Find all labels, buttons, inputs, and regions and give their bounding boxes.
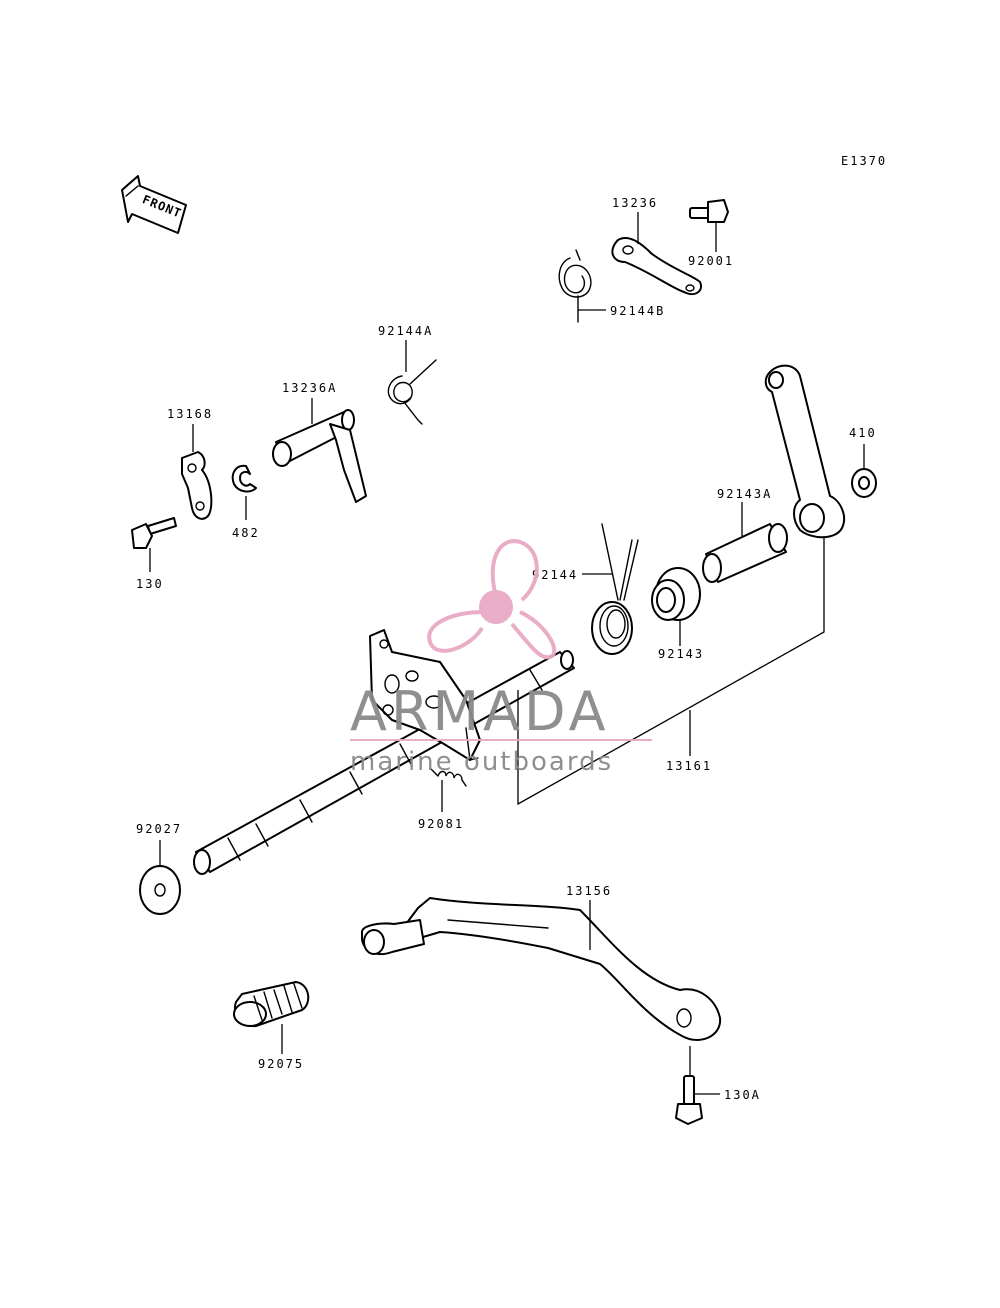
pedal-rubber-92075 xyxy=(233,981,310,1028)
label-482: 482 xyxy=(232,526,260,540)
shift-plate xyxy=(369,629,481,761)
armada-watermark: ARMADA marine outboards xyxy=(350,539,652,777)
propeller-hub-icon xyxy=(479,590,513,624)
washer-92027 xyxy=(139,865,181,915)
label-13236A: 13236A xyxy=(282,381,337,395)
propeller-logo-icon xyxy=(427,539,557,660)
lever-arm-upper xyxy=(764,364,846,539)
bolt-92001 xyxy=(689,199,729,223)
washer-410 xyxy=(851,468,877,498)
collar-92143 xyxy=(651,567,701,621)
bolt-130 xyxy=(131,517,177,549)
plate-13236 xyxy=(611,236,702,296)
label-130A: 130A xyxy=(724,1088,761,1102)
diagram-code: E1370 xyxy=(841,154,887,168)
label-92144B: 92144B xyxy=(610,304,665,318)
spring-92144A xyxy=(387,359,437,425)
plate-13168 xyxy=(181,451,213,520)
label-92143A: 92143A xyxy=(717,487,772,501)
label-92143: 92143 xyxy=(658,647,704,661)
shaft-arm-13236A xyxy=(272,409,367,503)
spring-92081 xyxy=(429,767,467,787)
label-13168: 13168 xyxy=(167,407,213,421)
spring-92144 xyxy=(591,523,639,655)
label-92027: 92027 xyxy=(136,822,182,836)
bolt-130A xyxy=(675,1075,703,1125)
label-92144: 92144 xyxy=(532,568,578,582)
label-92144A: 92144A xyxy=(378,324,433,338)
label-13161: 13161 xyxy=(666,759,712,773)
spring-92144B xyxy=(558,249,592,323)
label-13156: 13156 xyxy=(566,884,612,898)
label-410: 410 xyxy=(849,426,877,440)
circlip-482 xyxy=(231,464,257,493)
front-arrow-icon: FRONT xyxy=(121,175,187,234)
label-130: 130 xyxy=(136,577,164,591)
label-92081: 92081 xyxy=(418,817,464,831)
label-13236: 13236 xyxy=(612,196,658,210)
label-92075: 92075 xyxy=(258,1057,304,1071)
label-92001: 92001 xyxy=(688,254,734,268)
watermark-brand: ARMADA xyxy=(350,680,610,743)
watermark-tagline: marine outboards xyxy=(350,747,613,777)
shift-pedal-13156 xyxy=(361,897,722,1041)
sleeve-92143A xyxy=(702,523,788,583)
